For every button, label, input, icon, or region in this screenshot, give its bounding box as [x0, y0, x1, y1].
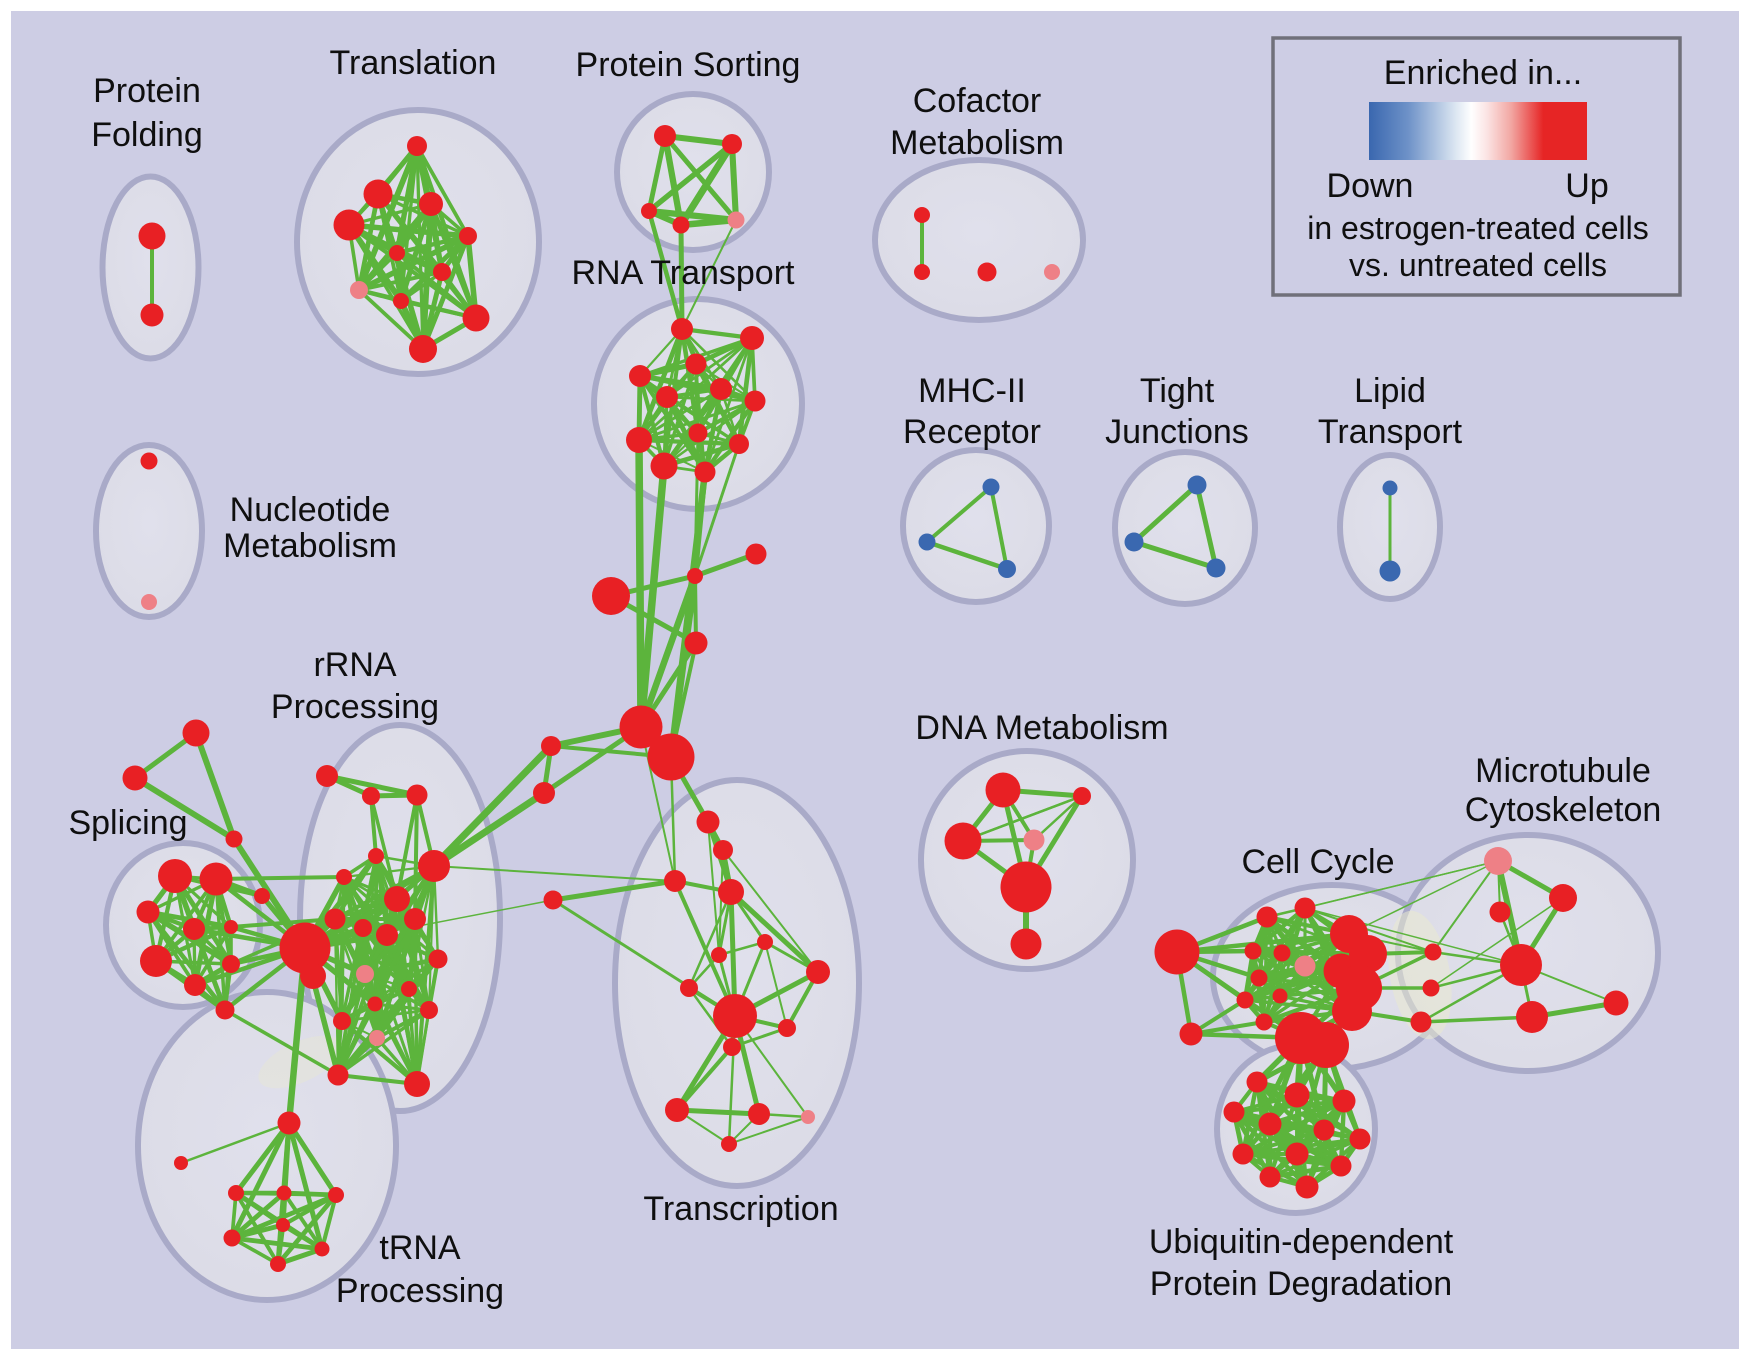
svg-text:Tight: Tight [1140, 372, 1215, 410]
svg-text:MHC-II: MHC-II [918, 372, 1026, 410]
svg-text:Up: Up [1565, 167, 1608, 205]
svg-text:Protein Sorting: Protein Sorting [576, 46, 801, 84]
svg-text:Cell Cycle: Cell Cycle [1241, 843, 1394, 881]
svg-text:DNA Metabolism: DNA Metabolism [915, 709, 1168, 747]
svg-text:Processing: Processing [336, 1272, 504, 1310]
svg-text:rRNA: rRNA [313, 646, 396, 684]
svg-text:in estrogen-treated cells: in estrogen-treated cells [1307, 210, 1649, 246]
svg-text:Receptor: Receptor [903, 413, 1041, 451]
svg-text:Junctions: Junctions [1105, 413, 1249, 451]
svg-text:Splicing: Splicing [68, 804, 187, 842]
svg-text:Metabolism: Metabolism [223, 527, 397, 565]
svg-text:Folding: Folding [91, 116, 203, 154]
svg-text:Cytoskeleton: Cytoskeleton [1465, 791, 1662, 829]
svg-text:Microtubule: Microtubule [1475, 752, 1651, 790]
svg-text:Translation: Translation [330, 44, 497, 82]
svg-text:Metabolism: Metabolism [890, 124, 1064, 162]
svg-text:Ubiquitin-dependent: Ubiquitin-dependent [1149, 1223, 1454, 1261]
svg-text:Lipid: Lipid [1354, 372, 1426, 410]
svg-text:Transcription: Transcription [643, 1190, 838, 1228]
svg-text:RNA Transport: RNA Transport [572, 254, 796, 292]
svg-text:Enriched in...: Enriched in... [1384, 54, 1582, 92]
svg-text:Cofactor: Cofactor [913, 82, 1042, 120]
svg-text:Processing: Processing [271, 688, 439, 726]
svg-text:Protein: Protein [93, 72, 201, 110]
svg-text:Down: Down [1327, 167, 1414, 205]
svg-text:tRNA: tRNA [379, 1229, 461, 1267]
svg-text:Transport: Transport [1318, 413, 1463, 451]
svg-text:Protein Degradation: Protein Degradation [1150, 1265, 1452, 1303]
svg-text:Nucleotide: Nucleotide [230, 491, 391, 529]
svg-text:vs. untreated cells: vs. untreated cells [1349, 247, 1607, 283]
